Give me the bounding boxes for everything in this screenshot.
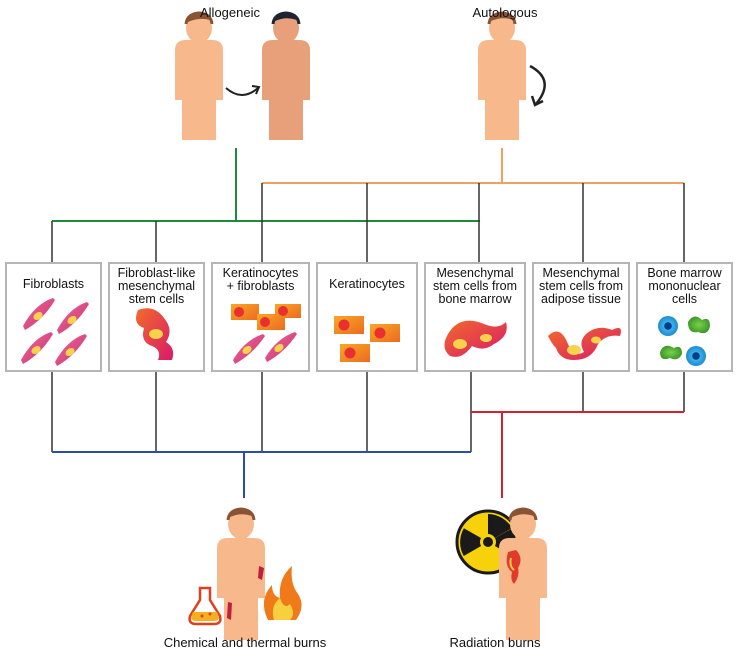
radiation-patient-person-icon — [499, 507, 547, 640]
mononuclear-cells-icon — [658, 316, 710, 366]
allogeneic-connectors — [52, 148, 480, 222]
self-arrow-icon — [529, 64, 546, 105]
mesenchymal-cell-icon — [548, 327, 621, 360]
card-fibroblasts: Fibroblasts — [5, 262, 102, 372]
fire-icon — [263, 566, 302, 620]
card-fibroblast-like-msc: Fibroblast-like mesenchymal stem cells — [108, 262, 205, 372]
autologous-label: Autologous — [472, 5, 538, 20]
card-title: Fibroblasts — [22, 277, 85, 291]
keratinocyte-fibroblast-icon — [231, 304, 301, 364]
card-title: Keratinocytes + fibroblasts — [222, 266, 299, 293]
autologous-person-icon — [478, 11, 526, 140]
chemical-connectors — [52, 451, 471, 498]
card-title: Keratinocytes — [329, 277, 405, 291]
card-title: Mesenchymal stem cells from adipose tiss… — [538, 266, 624, 306]
card-title: Mesenchymal stem cells from bone marrow — [432, 266, 518, 306]
card-drop-lines — [51, 183, 685, 262]
card-title: Bone marrow mononuclear cells — [647, 266, 722, 306]
transfer-arrow-icon — [225, 87, 259, 96]
allogeneic-label: Allogeneic — [200, 5, 260, 20]
card-msc-bone-marrow: Mesenchymal stem cells from bone marrow — [424, 262, 526, 372]
radiation-burns-label: Radiation burns — [449, 635, 541, 650]
mesenchymal-cell-icon — [136, 308, 174, 360]
donor-person-icon — [175, 11, 223, 140]
radiation-connectors — [471, 411, 684, 498]
self-arrowhead-icon — [530, 95, 544, 107]
card-keratinocytes: Keratinocytes — [316, 262, 418, 372]
mesenchymal-cell-icon — [444, 320, 507, 357]
card-bm-mononuclear: Bone marrow mononuclear cells — [636, 262, 733, 372]
card-title: Fibroblast-like mesenchymal stem cells — [117, 266, 196, 306]
recipient-person-icon — [262, 11, 310, 140]
card-msc-adipose: Mesenchymal stem cells from adipose tiss… — [532, 262, 630, 372]
chemical-flask-icon — [188, 586, 222, 626]
transfer-arrowhead-icon — [251, 85, 261, 95]
fibroblast-cells-icon — [21, 298, 89, 366]
chemical-thermal-burns-label: Chemical and thermal burns — [163, 635, 327, 650]
card-keratinocytes-fibroblasts: Keratinocytes + fibroblasts — [211, 262, 310, 372]
keratinocyte-cells-icon — [334, 316, 400, 362]
autologous-connectors — [262, 148, 684, 184]
burn-patient-person-icon — [217, 507, 265, 640]
